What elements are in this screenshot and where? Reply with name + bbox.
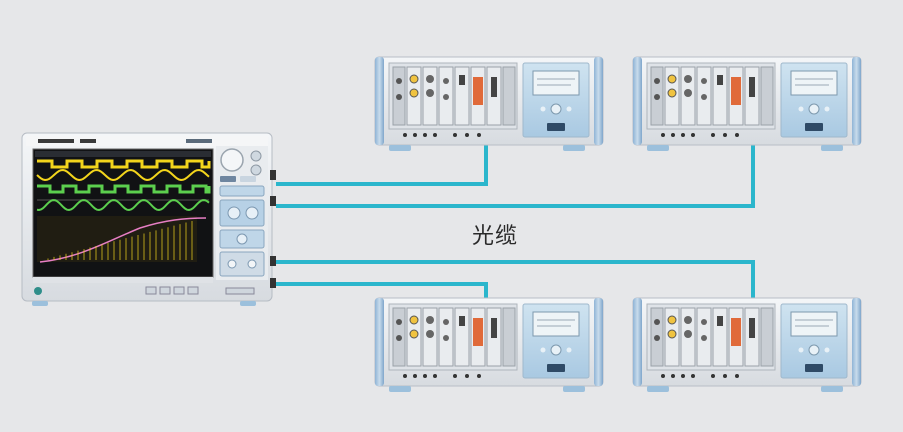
optical-cables <box>276 144 755 300</box>
cable-to-top-left <box>276 144 488 186</box>
trace-magenta-ramp <box>39 217 207 263</box>
trace-green-sine <box>36 199 210 212</box>
cable-to-bottom-right <box>276 260 755 300</box>
remote-unit-bottom-left <box>374 297 604 393</box>
cable-to-bottom-left <box>276 282 488 300</box>
trace-yellow-sine <box>36 168 210 182</box>
remote-unit-bottom-right <box>632 297 862 393</box>
remote-unit-top-right <box>632 56 862 152</box>
trace-green-square <box>37 184 211 194</box>
cable-label: 光缆 <box>472 224 519 249</box>
scope-main-unit <box>21 132 276 306</box>
remote-unit-top-left <box>374 56 604 152</box>
scope-screen <box>35 151 211 263</box>
cable-to-top-right <box>276 144 755 208</box>
trace-yellow-square <box>37 159 211 169</box>
